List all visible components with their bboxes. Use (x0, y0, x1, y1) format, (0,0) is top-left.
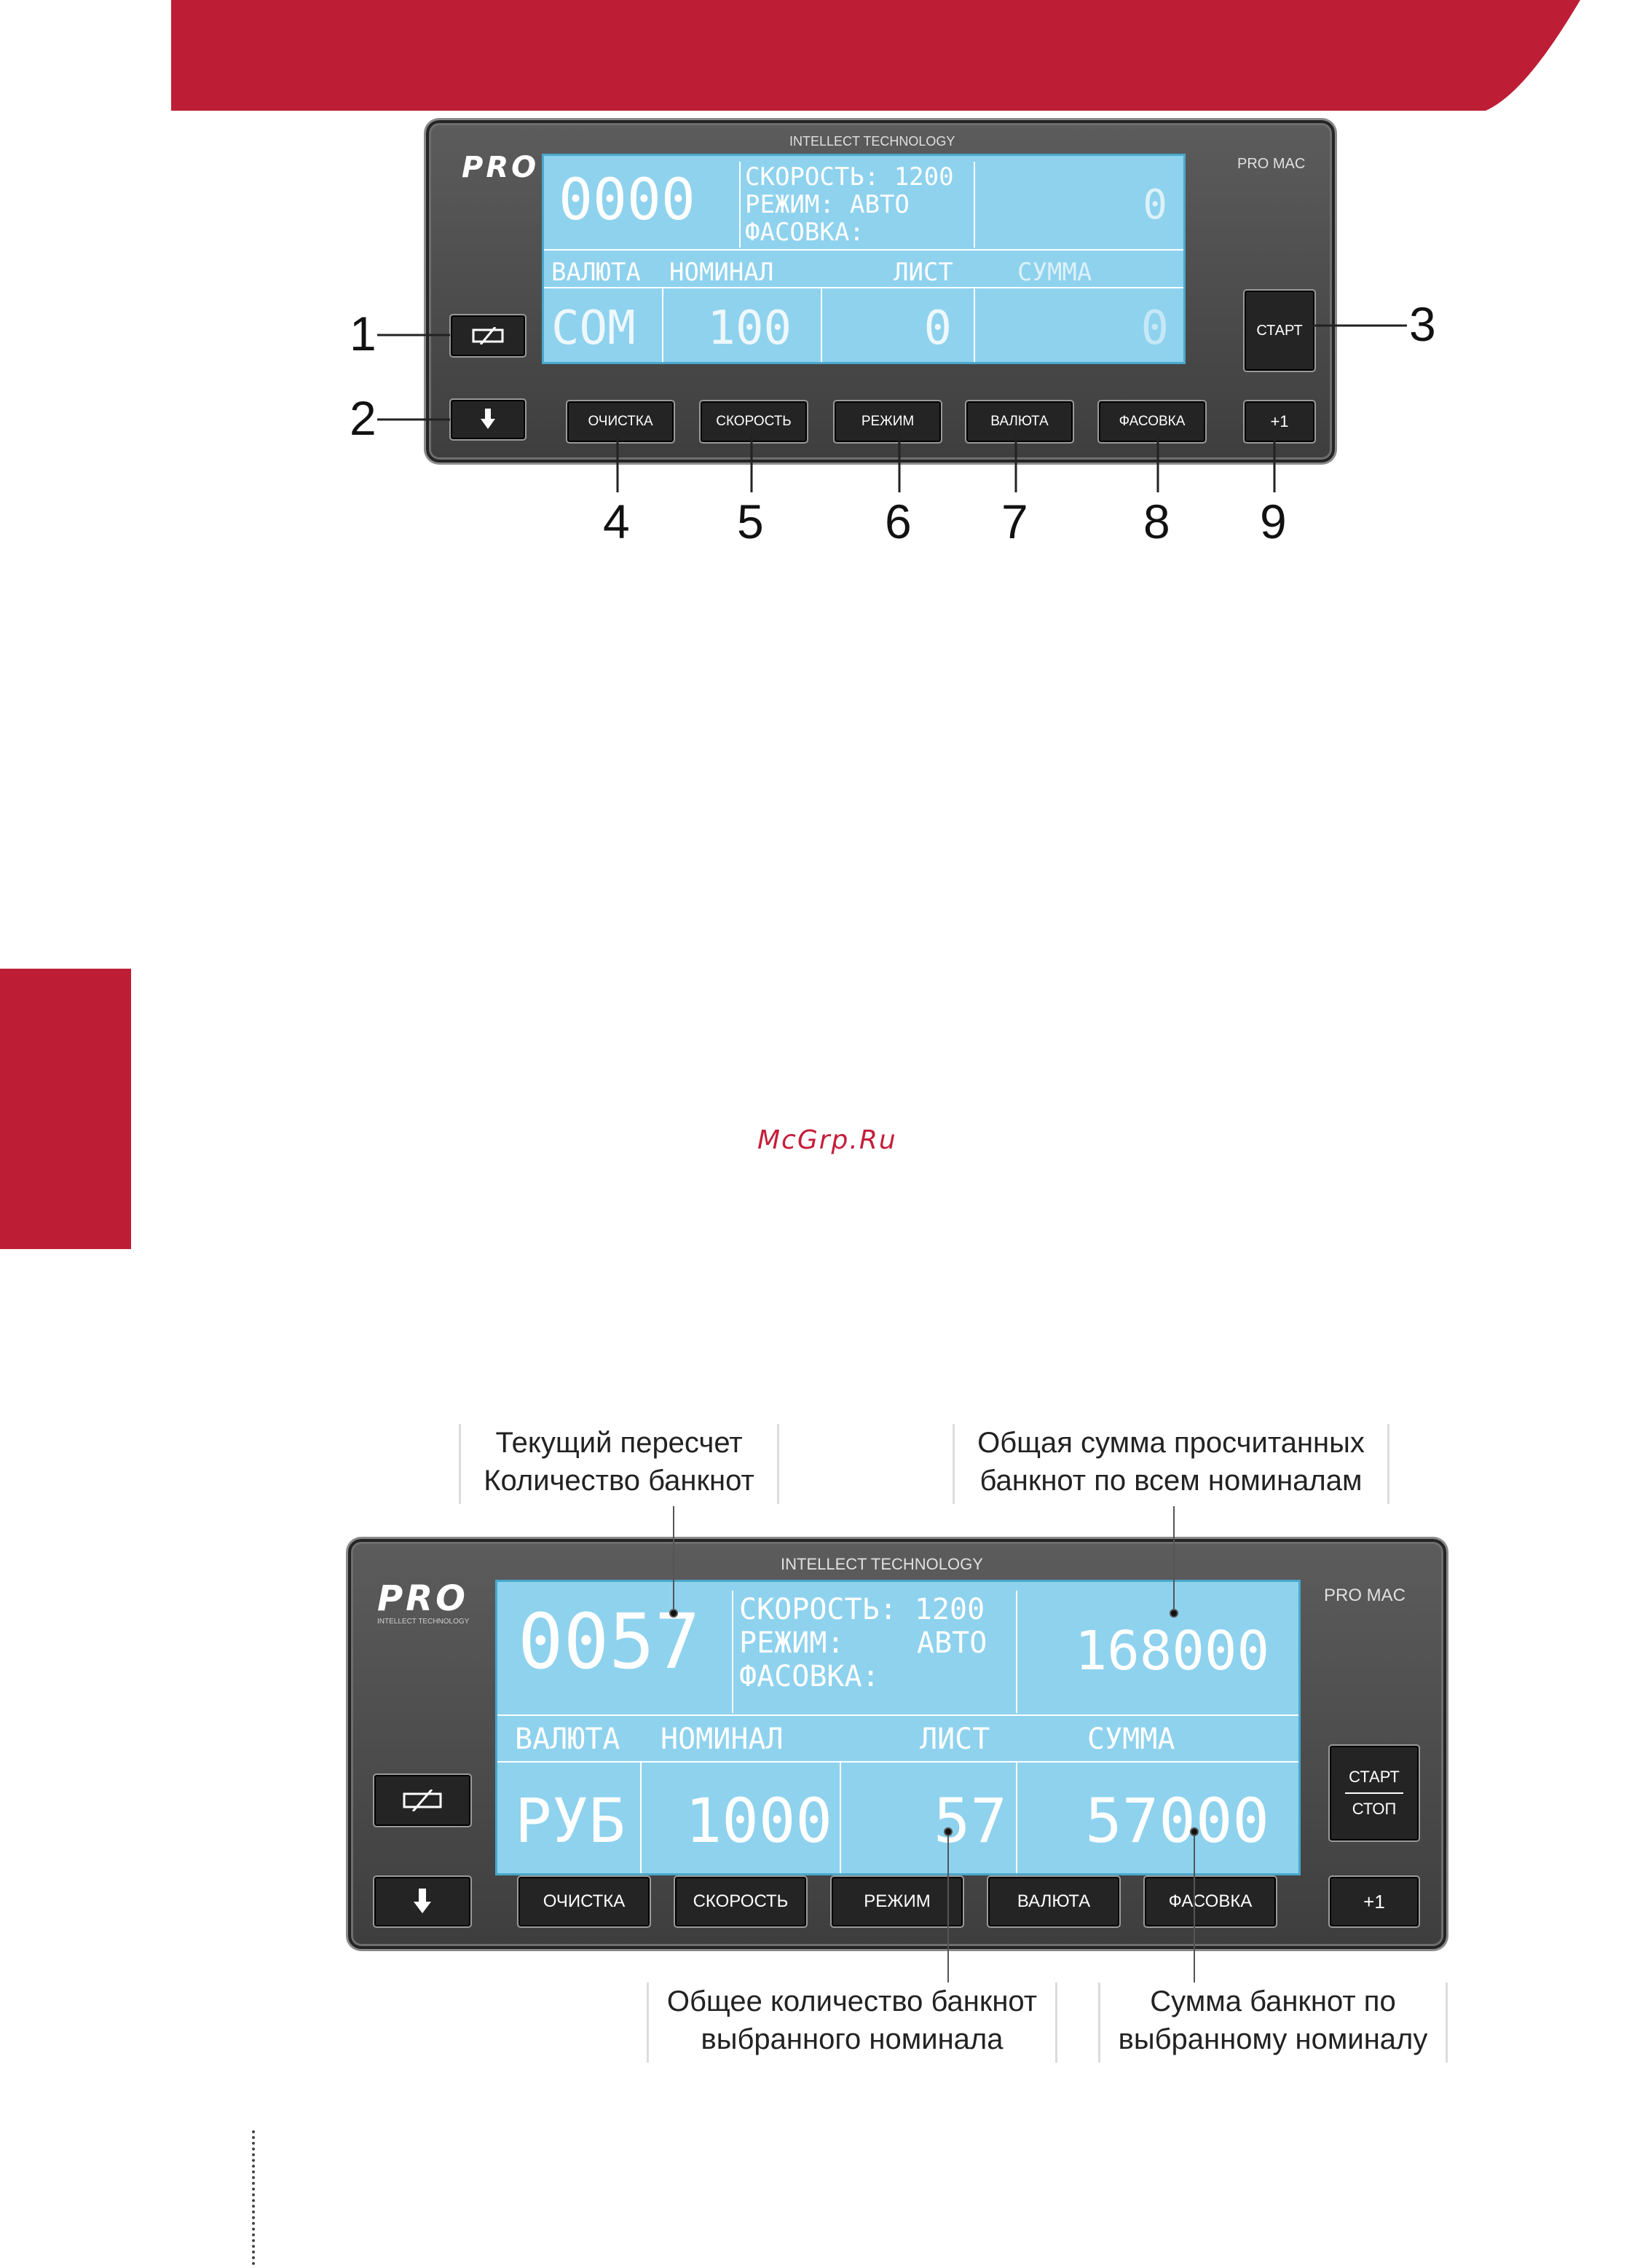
column-header-sum: СУММА (1087, 1722, 1175, 1756)
mode-button[interactable]: РЕЖИМ (830, 1875, 964, 1928)
column-header-sheets: ЛИСТ (920, 1722, 990, 1756)
model-name: PRO MAC (1324, 1586, 1406, 1605)
batch-button[interactable]: ФАСОВКА (1097, 400, 1207, 444)
currency-value: РУБ (515, 1785, 626, 1856)
callout-7: 7 (1001, 495, 1028, 548)
column-header-denomination: НОМИНАЛ (661, 1722, 784, 1756)
mode-value: АВТО (917, 1626, 987, 1660)
start-stop-divider (1345, 1792, 1403, 1794)
speed-readout: СКОРОСТЬ: 1200 (739, 1593, 985, 1626)
clear-button[interactable]: ОЧИСТКА (517, 1875, 651, 1928)
column-header-sheets: ЛИСТ (894, 258, 953, 287)
top-control-panel: PRO INTELLECT TECHNOLOGY PRO MAC 0000 СК… (426, 120, 1335, 462)
lcd-display: 0057 СКОРОСТЬ: 1200 РЕЖИМ: АВТО ФАСОВКА:… (495, 1580, 1301, 1875)
column-header-currency: ВАЛЮТА (551, 258, 641, 287)
currency-value: СОМ (551, 302, 636, 355)
speed-button[interactable]: СКОРОСТЬ (699, 400, 808, 444)
callout-1: 1 (350, 307, 376, 361)
clear-button[interactable]: ОЧИСТКА (566, 400, 675, 444)
annotation-current-count: Текущий пересчет Количество банкнот (459, 1424, 779, 1504)
down-arrow-button[interactable] (373, 1875, 472, 1928)
tare-button[interactable] (449, 314, 527, 358)
header-band (171, 0, 1580, 111)
start-button[interactable]: СТАРТ (1243, 289, 1316, 372)
current-counter: 0000 (559, 168, 695, 233)
total-sum: 0 (1143, 181, 1167, 229)
tare-button[interactable] (373, 1773, 472, 1827)
callout-8: 8 (1143, 495, 1170, 548)
callout-4: 4 (603, 495, 630, 548)
batch-label: ФАСОВКА: (739, 1660, 880, 1693)
panel-header: INTELLECT TECHNOLOGY (789, 134, 955, 149)
currency-button[interactable]: ВАЛЮТА (965, 400, 1074, 444)
denomination-value: 100 (707, 302, 792, 355)
batch-button[interactable]: ФАСОВКА (1143, 1875, 1277, 1928)
sum-value: 57000 (1085, 1785, 1269, 1856)
current-counter: 0057 (518, 1597, 701, 1686)
mode-value: АВТО (850, 190, 910, 219)
callout-6: 6 (885, 495, 912, 548)
arrow-down-icon (414, 1889, 431, 1913)
no-entry-box-icon (403, 1789, 442, 1811)
callout-lines (377, 324, 1407, 492)
annotation-denomination-count: Общее количество банкнот выбранного номи… (647, 1982, 1057, 2063)
dotted-margin-line (252, 2130, 255, 2265)
callout-3: 3 (1409, 297, 1436, 351)
annotation-total-sum: Общая сумма просчитанных банкнот по всем… (953, 1424, 1389, 1504)
panel-header: INTELLECT TECHNOLOGY (781, 1555, 983, 1573)
brand-logo: PRO (377, 1578, 468, 1619)
sheets-value: 57 (933, 1785, 1007, 1856)
callout-5: 5 (737, 495, 764, 548)
column-header-denomination: НОМИНАЛ (669, 258, 774, 287)
start-label: СТАРТ (1349, 1768, 1400, 1786)
plus-one-button[interactable]: +1 (1243, 400, 1316, 444)
speed-button[interactable]: СКОРОСТЬ (674, 1875, 808, 1928)
stop-label: СТОП (1352, 1800, 1397, 1818)
mode-button[interactable]: РЕЖИМ (833, 400, 942, 444)
brand-logo: PRO (462, 151, 540, 184)
speed-readout: СКОРОСТЬ: 1200 (745, 162, 954, 192)
column-header-sum: СУММА (1017, 258, 1092, 287)
plus-one-button[interactable]: +1 (1328, 1875, 1420, 1928)
mode-label: РЕЖИМ: (745, 190, 835, 219)
denomination-value: 1000 (685, 1785, 832, 1856)
callout-2: 2 (350, 391, 376, 445)
sheets-value: 0 (923, 302, 952, 355)
mode-label: РЕЖИМ: (739, 1626, 845, 1660)
model-name: PRO MAC (1237, 156, 1306, 172)
batch-label: ФАСОВКА: (745, 218, 864, 247)
down-arrow-button[interactable] (449, 398, 527, 441)
no-entry-box-icon (472, 327, 504, 344)
sum-value: 0 (1140, 302, 1169, 355)
start-stop-button[interactable]: СТАРТ СТОП (1328, 1744, 1420, 1842)
lcd-display: 0000 СКОРОСТЬ: 1200 РЕЖИМ: АВТО ФАСОВКА:… (542, 154, 1186, 364)
brand-tagline: INTELLECT TECHNOLOGY (377, 1618, 470, 1626)
bottom-control-panel: PRO INTELLECT TECHNOLOGY INTELLECT TECHN… (348, 1539, 1446, 1949)
currency-button[interactable]: ВАЛЮТА (987, 1875, 1121, 1928)
side-tab (0, 969, 131, 1249)
column-header-currency: ВАЛЮТА (515, 1722, 620, 1756)
total-sum: 168000 (1074, 1620, 1269, 1682)
annotation-denomination-sum: Сумма банкнот по выбранному номиналу (1098, 1982, 1448, 2063)
callout-9: 9 (1260, 495, 1287, 548)
watermark: McGrp.Ru (757, 1125, 897, 1155)
arrow-down-icon (481, 409, 495, 429)
